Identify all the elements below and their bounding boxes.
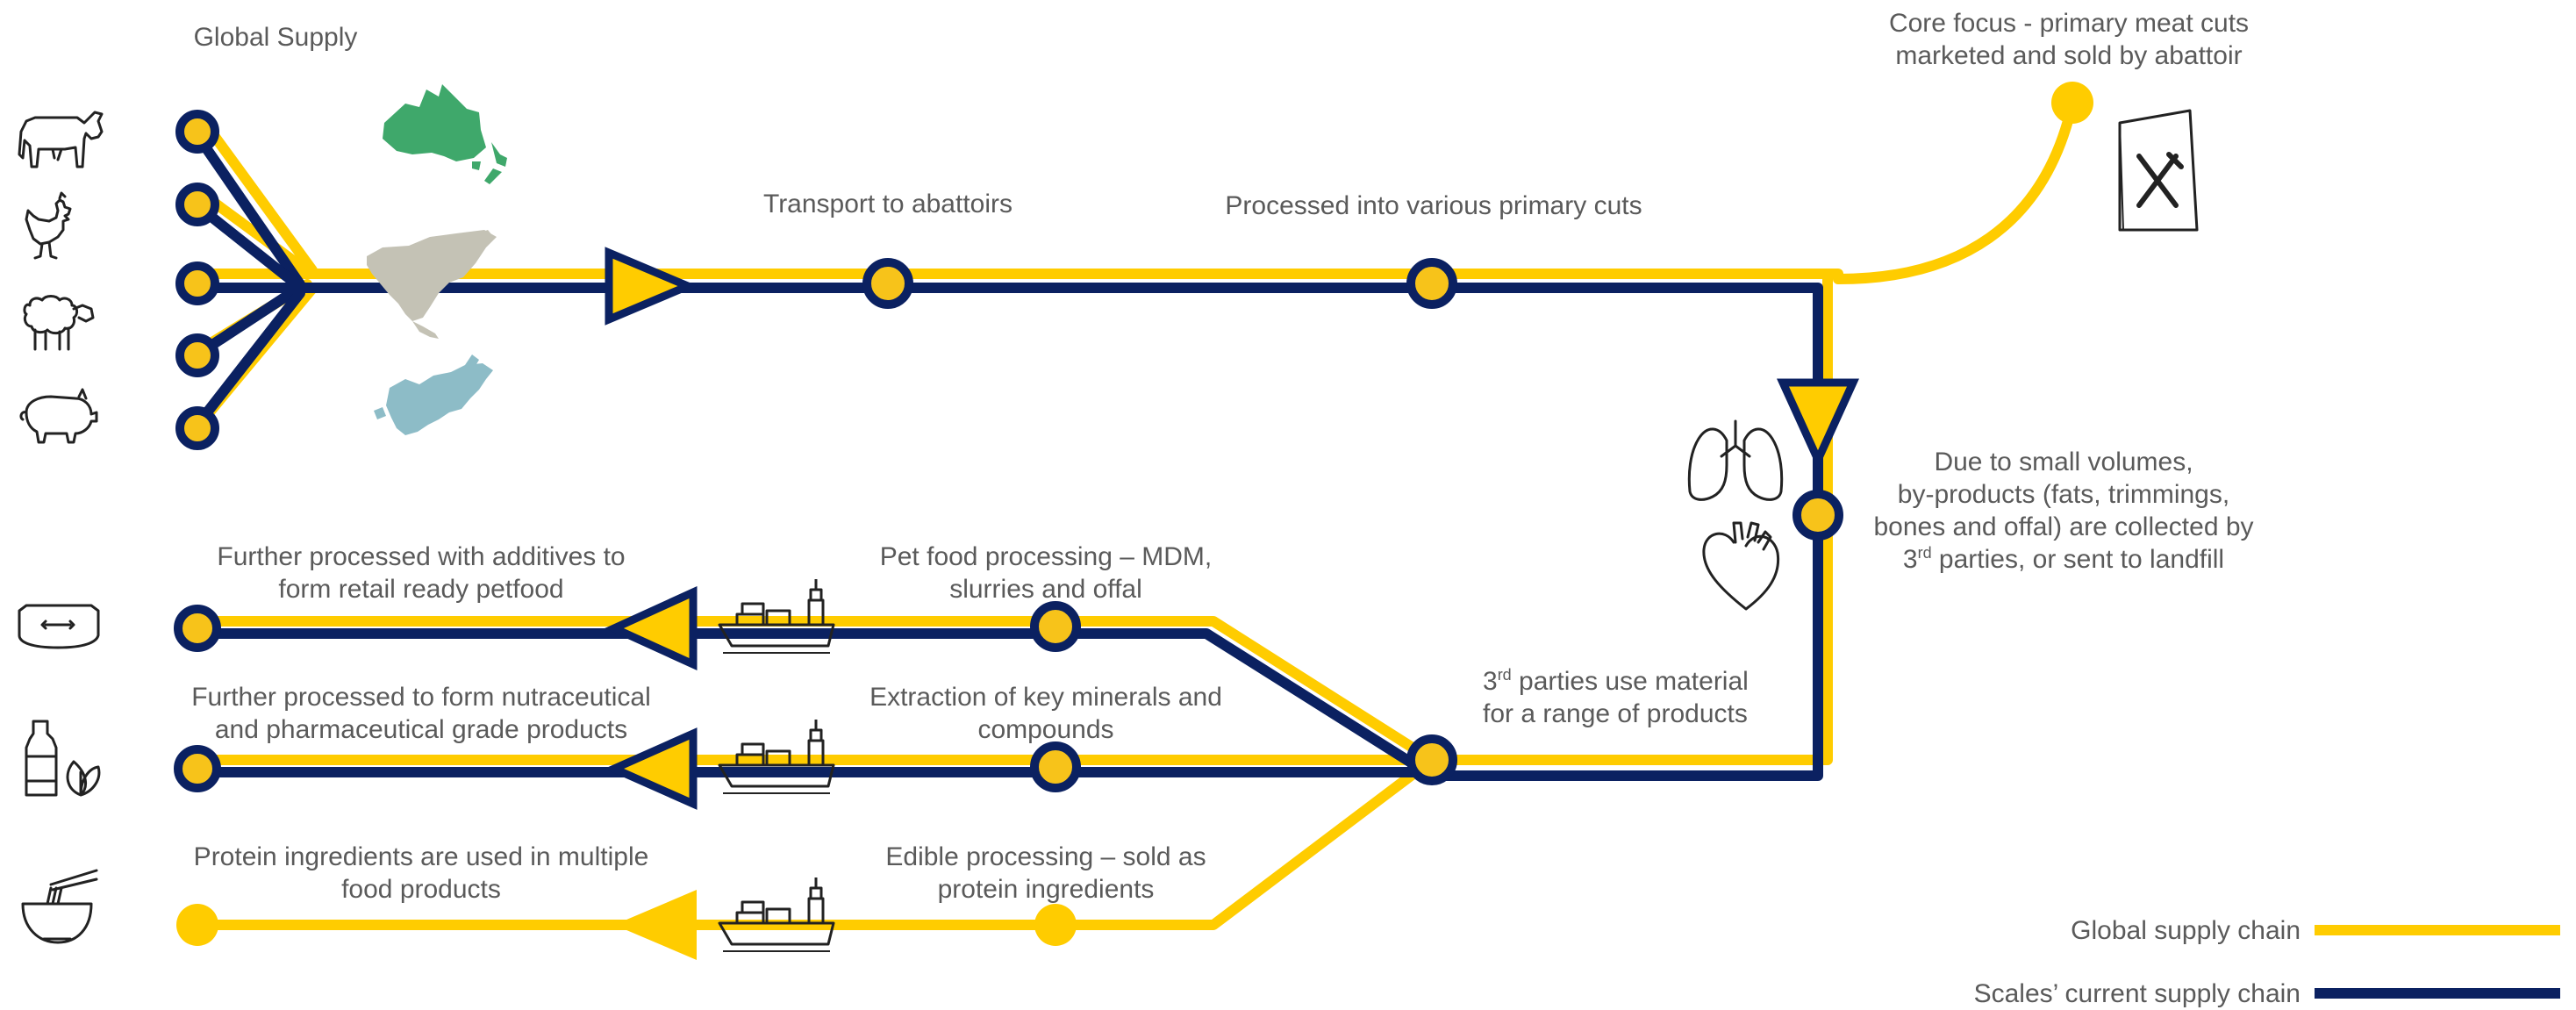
legend-global-label: Global supply chain bbox=[2071, 916, 2301, 945]
node-extraction bbox=[1030, 741, 1081, 792]
australia-nz-map-icon bbox=[383, 84, 507, 184]
heart-icon bbox=[1702, 521, 1780, 611]
menu-card-icon bbox=[2118, 109, 2199, 232]
node-main-origin bbox=[175, 261, 219, 305]
cow-icon bbox=[18, 111, 104, 168]
europe-map-icon bbox=[374, 355, 493, 435]
node-nutraceutical bbox=[174, 745, 221, 792]
north-america-map-icon bbox=[367, 230, 497, 339]
protein-use-label: Protein ingredients are used in multiple… bbox=[193, 842, 649, 904]
third-parties-label: 3rd parties use material for a range of … bbox=[1483, 665, 1749, 730]
third-parties-text-end: parties use material for a range of prod… bbox=[1483, 667, 1749, 728]
arrow-right-main bbox=[605, 247, 698, 326]
core-focus-label: Core focus - primary meat cuts marketed … bbox=[1889, 7, 2249, 72]
transport-label: Transport to abattoirs bbox=[762, 190, 1013, 218]
node-poultry bbox=[175, 183, 219, 226]
supplement-bottle-icon bbox=[25, 720, 101, 797]
cargo-ship-icon bbox=[718, 877, 835, 952]
node-cattle bbox=[175, 110, 219, 154]
extraction-label: Extraction of key minerals and compounds bbox=[869, 683, 1222, 744]
pet-bowl-icon bbox=[18, 604, 100, 649]
global-supply-label: Global Supply bbox=[193, 23, 358, 52]
node-protein-use bbox=[176, 904, 218, 946]
node-petfood-retail bbox=[174, 605, 221, 652]
third-parties-text: 3 bbox=[1483, 667, 1498, 696]
byproducts-text-end: parties, or sent to landfill bbox=[1931, 545, 2225, 574]
node-transport bbox=[862, 258, 913, 309]
feed-line-cattle-global bbox=[198, 116, 318, 276]
node-sheep bbox=[175, 333, 219, 377]
noodle-bowl-icon bbox=[21, 869, 98, 944]
byproducts-label: Due to small volumes, by-products (fats,… bbox=[1873, 446, 2253, 576]
feed-line-cattle-scales bbox=[190, 126, 305, 290]
direction-arrows bbox=[604, 247, 1859, 810]
cargo-ship-icon bbox=[718, 579, 835, 654]
arrow-left-petfood bbox=[605, 586, 698, 670]
chicken-icon bbox=[25, 191, 72, 260]
lungs-icon bbox=[1687, 419, 1784, 501]
legend-scales-label: Scales’ current supply chain bbox=[1973, 979, 2301, 1008]
pig-icon bbox=[19, 388, 98, 444]
third-parties-sup: rd bbox=[1497, 666, 1512, 684]
byproducts-text: Due to small volumes, by-products (fats,… bbox=[1873, 448, 2254, 574]
arrow-left-edible bbox=[614, 890, 697, 960]
node-primary-cuts bbox=[1406, 258, 1457, 309]
node-pig bbox=[175, 406, 219, 450]
primary-cuts-label: Processed into various primary cuts bbox=[1225, 191, 1642, 220]
node-edible-processing bbox=[1034, 904, 1077, 946]
edible-line-global bbox=[192, 755, 1437, 930]
node-byproducts bbox=[1792, 490, 1843, 541]
edible-processing-label: Edible processing – sold as protein ingr… bbox=[885, 842, 1206, 904]
petfood-processing-label: Pet food processing – MDM, slurries and … bbox=[879, 542, 1213, 604]
node-petfood-processing bbox=[1030, 601, 1081, 652]
sheep-icon bbox=[23, 295, 95, 351]
core-focus-text: Core focus - primary meat cuts marketed … bbox=[1888, 9, 2250, 70]
core-focus-line bbox=[1833, 98, 2078, 284]
feed-line-poultry-global bbox=[198, 190, 314, 277]
byproducts-sup: rd bbox=[1917, 544, 1932, 562]
petfood-line-global bbox=[192, 616, 1437, 765]
petfood-line-scales bbox=[192, 628, 1437, 781]
node-third-parties bbox=[1406, 734, 1457, 785]
petfood-retail-label: Further processed with additives to form… bbox=[217, 542, 626, 604]
node-core-focus bbox=[2051, 82, 2093, 124]
cargo-ship-icon bbox=[718, 720, 835, 794]
feed-line-pig-scales bbox=[190, 288, 305, 433]
arrow-left-nutraceutical bbox=[604, 727, 698, 810]
nutraceutical-label: Further processed to form nutraceutical … bbox=[191, 683, 651, 744]
cargo-ships bbox=[718, 579, 835, 952]
global-supply-lines bbox=[192, 98, 2078, 930]
arrow-down-byproducts bbox=[1777, 378, 1859, 469]
supply-nodes bbox=[174, 110, 1843, 792]
